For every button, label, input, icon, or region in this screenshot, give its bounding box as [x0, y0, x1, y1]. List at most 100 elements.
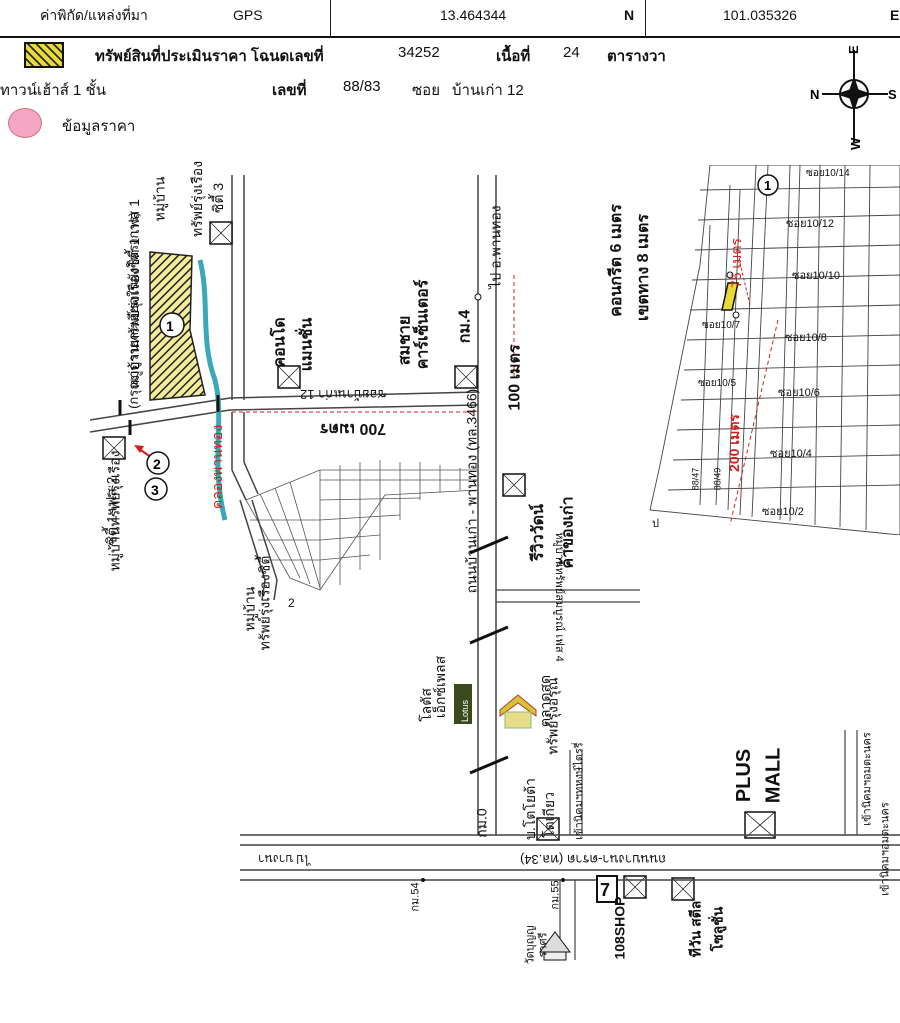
village-phase1-note: (กรุณาดูรายละเอียดในผังโครงการ) — [125, 212, 141, 409]
steel-line2: โซลูชั่น — [709, 906, 726, 952]
to-phanthong-label: ไป อ.พานทอง — [487, 205, 504, 289]
building-markers — [102, 221, 776, 901]
divider — [330, 0, 331, 36]
distance-200m: 200 เมตร — [725, 414, 742, 472]
km4-label: กม.4 — [456, 309, 474, 344]
soi-10-5: ซอย10/5 — [698, 378, 737, 389]
coordinate-header: ค่าพิกัด/แหล่งที่มา GPS 13.464344 N 101.… — [0, 0, 900, 38]
km0-label: กม.0 — [473, 808, 490, 838]
price-info-swatch — [8, 108, 42, 138]
coord-source: GPS — [233, 7, 263, 23]
svg-text:Lotus: Lotus — [460, 699, 470, 722]
soi-label: ซอย — [412, 82, 440, 99]
soi-ban-kao-12-road — [89, 391, 479, 433]
wat-line2: ราศรี — [537, 932, 550, 958]
temple-shop-line1: รีวิววัดน์ — [529, 504, 547, 561]
lotus-line2: เอ็กซ์เพลส — [432, 655, 449, 719]
village2-line3: 2 — [288, 596, 295, 610]
village2-line2: ทรัพย์รุ่งเรืองซิตี้ — [256, 555, 273, 651]
soi-kasetri-label: เข้านิคมฯทหงษ์ไตรรี่ — [573, 742, 586, 840]
village-phase2-line2: ซิตี้ 1 เฟส 2 — [103, 476, 120, 546]
soi-10-12: ซอย10/12 — [786, 218, 835, 230]
somchai-line2: คาร์เซ็นเตอร์ — [414, 279, 432, 370]
village2-housing-grid — [245, 460, 479, 591]
asset-legend-swatch — [24, 42, 64, 68]
km55-label: กม.55 — [549, 880, 562, 910]
soi-phase4-label: หมู่บ้านทรัพย์สมบูรณ์ เฟส 4 — [552, 532, 565, 662]
inset-corner-mark: ป — [652, 518, 659, 530]
shop108-label: 108SHOP — [611, 896, 628, 960]
svg-text:7: 7 — [600, 880, 610, 900]
marker-3: 3 — [151, 482, 159, 498]
plus-mall-line1: PLUS — [733, 748, 756, 803]
side-roads — [496, 589, 858, 960]
condo-line1: คอนโด — [271, 317, 289, 368]
longitude-value: 101.035326 — [723, 7, 797, 23]
marker-1: 1 — [166, 318, 174, 334]
compass-icon: E N S W — [810, 45, 897, 150]
subject-parcel — [721, 282, 739, 311]
bangna-trat-label: ถนนบางนา-ตราด (ทล.34) — [520, 852, 667, 867]
village3-line1: หมู่บ้าน — [151, 176, 168, 222]
house-88-47: 88/47 — [690, 467, 701, 491]
main-road — [477, 175, 497, 835]
soi-10-6: ซอย10/6 — [778, 387, 820, 399]
soi-value: บ้านเก่า 12 — [452, 82, 524, 99]
market-line2: ทรัพย์รุ่งอรุณ — [544, 677, 561, 755]
inset-detail-map: 1 — [649, 165, 900, 535]
soi-10-4: ซอย10/4 — [770, 448, 812, 460]
area-value: 24 — [563, 44, 580, 61]
village3-line2: ทรัพย์รุ่งเรือง — [189, 160, 206, 238]
concrete-label: คอนกรีต 6 เมตร — [607, 204, 625, 317]
compass-n: N — [810, 87, 819, 102]
price-info-label: ข้อมูลราคา — [62, 118, 136, 135]
soi-ban-kao-12-label: ซอยบ้านเก่า 12 — [300, 387, 387, 402]
soi-10-14: ซอย10/14 — [806, 168, 850, 179]
lotus-logo — [454, 684, 472, 724]
inset-marker-1: 1 — [764, 178, 771, 193]
klong-phanthong-label: คลองพานทอง — [209, 424, 226, 510]
soi-10-10: ซอย10/10 — [792, 270, 841, 282]
village2-road — [231, 412, 278, 601]
klong-river — [197, 259, 228, 521]
soi-10-2: ซอย10/2 — [762, 506, 804, 518]
soi-amata-label-2: เข้านิคมฯอมตะนคร — [879, 802, 892, 896]
area-unit: ตารางวา — [607, 48, 666, 65]
coord-source-label: ค่าพิกัด/แหล่งที่มา — [40, 7, 148, 23]
main-road-label: ถนนบ้านเก่า - พานทอง (ทล.3466) — [463, 388, 480, 594]
marker-2: 2 — [153, 456, 161, 472]
compass-s: S — [888, 87, 897, 102]
toyota-line2: โตเกียว — [540, 792, 557, 838]
asset-type: ทาวน์เฮ้าส์ 1 ชั้น — [0, 82, 106, 99]
longitude-dir: E — [890, 7, 900, 23]
distance-100m: 100 เมตร — [506, 344, 524, 411]
area-label: เนื้อที่ — [496, 48, 531, 65]
house-number: 88/83 — [343, 78, 381, 95]
village3-line3: ซิตี้ 3 — [210, 182, 227, 214]
soi-10-8: ซอย10/8 — [785, 332, 827, 344]
market-icon — [504, 711, 532, 729]
bangna-trat-highway — [240, 834, 900, 881]
distance-700m: 700 เมตร — [320, 420, 387, 437]
plus-mall-line2: MALL — [762, 747, 785, 804]
road-break-marks — [118, 395, 509, 775]
distance-75m: 75 เมตร — [728, 237, 745, 289]
house-no-label: เลขที่ — [272, 82, 307, 99]
location-map: 1 — [89, 175, 900, 961]
asset-label: ทรัพย์สินที่ประเมินราคา โฉนดเลขที่ — [95, 48, 324, 65]
to-bangna-label: ไป บางนา — [258, 852, 311, 866]
compass-e: E — [846, 45, 861, 54]
km54-label: กม.54 — [409, 882, 422, 912]
deed-number: 34252 — [398, 44, 440, 61]
latitude-value: 13.464344 — [440, 7, 507, 23]
latitude-dir: N — [624, 7, 635, 23]
compass-w: W — [848, 137, 863, 150]
divider — [645, 0, 646, 36]
soi-10-7: ซอย10/7 — [702, 320, 741, 331]
house-88-49: 88/49 — [712, 467, 723, 491]
steel-line1: ทีวัน สตีล — [687, 900, 704, 958]
km-markers — [421, 293, 565, 882]
right-of-way-label: เขตทาง 8 เมตร — [634, 214, 652, 321]
seven-eleven-icon — [596, 875, 618, 903]
soi-amata-label: เข้านิคมฯอมตะนคร — [861, 732, 874, 826]
